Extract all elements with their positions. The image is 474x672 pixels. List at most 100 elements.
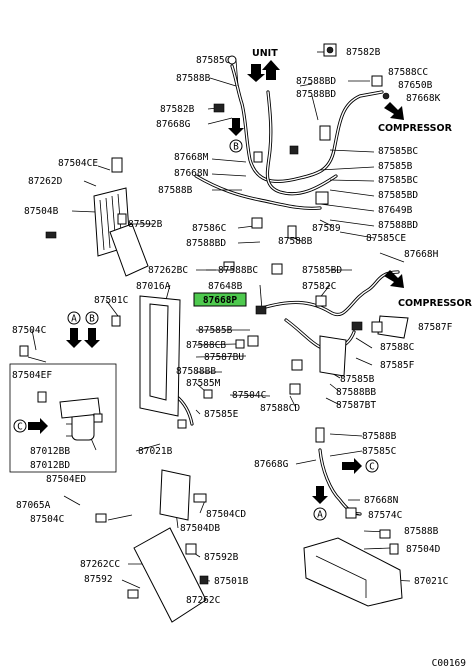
part-label-87587bt[interactable]: 87587BT	[336, 400, 376, 411]
part-label-87501c[interactable]: 87501C	[94, 295, 128, 306]
part-labels: 87585C 87588B 87582B 87668G 87582B 87588…	[12, 47, 453, 606]
part-label-87504cd[interactable]: 87504CD	[206, 509, 246, 520]
part-label-87504ce[interactable]: 87504CE	[58, 158, 98, 169]
arrow-down-b2-icon	[84, 328, 100, 348]
part-label-87588bb-a[interactable]: 87588BB	[176, 366, 216, 377]
arrow-compressor-mid-icon	[384, 270, 404, 288]
part-label-87585ce[interactable]: 87585CE	[366, 233, 406, 244]
part-label-87668n-low[interactable]: 87668N	[364, 495, 399, 506]
part-label-87588bd-d[interactable]: 87588BD	[186, 238, 226, 249]
part-label-87588c[interactable]: 87588C	[380, 342, 414, 353]
part-label-87650b[interactable]: 87650B	[398, 80, 433, 91]
part-label-87592[interactable]: 87592	[84, 574, 113, 585]
part-label-87585b-c[interactable]: 87585B	[340, 374, 375, 385]
part-label-87668h[interactable]: 87668H	[404, 249, 439, 260]
part-label-87262d[interactable]: 87262D	[28, 176, 63, 187]
parts	[9, 187, 409, 623]
part-label-87585f[interactable]: 87585F	[380, 360, 415, 371]
ref-b-top-marker: B	[233, 142, 239, 153]
arrow-up-unit-icon	[262, 60, 280, 80]
part-label-87668m[interactable]: 87668M	[174, 152, 209, 163]
part-label-87585c-low[interactable]: 87585C	[362, 446, 396, 457]
part-label-87504d[interactable]: 87504D	[406, 544, 441, 555]
arrow-right-c-icon	[28, 418, 48, 434]
part-label-87262bc[interactable]: 87262BC	[148, 265, 188, 276]
part-label-87668p[interactable]: 87668P	[203, 295, 238, 306]
part-label-87587f[interactable]: 87587F	[418, 322, 453, 333]
part-label-87585bd-b[interactable]: 87585BD	[302, 265, 342, 276]
part-label-87504ef[interactable]: 87504EF	[12, 370, 52, 381]
part-label-87588b-low[interactable]: 87588B	[362, 431, 397, 442]
part-label-87585e[interactable]: 87585E	[204, 409, 239, 420]
part-label-87504db[interactable]: 87504DB	[180, 523, 220, 534]
part-label-87592b-top[interactable]: 87592B	[128, 219, 163, 230]
part-label-87504ed[interactable]: 87504ED	[46, 474, 86, 485]
part-label-87021b[interactable]: 87021B	[138, 446, 173, 457]
ref-c-marker: C	[17, 422, 23, 433]
part-label-87262c[interactable]: 87262C	[186, 595, 220, 606]
ref-c2-marker: C	[369, 462, 375, 473]
part-label-87504c-bl[interactable]: 87504C	[30, 514, 64, 525]
part-label-87592b-bot[interactable]: 87592B	[204, 552, 239, 563]
part-label-87588bd-c[interactable]: 87588BD	[378, 220, 418, 231]
bracket-87021b	[159, 469, 191, 521]
part-label-87588b-top[interactable]: 87588B	[176, 73, 211, 84]
part-label-87588bd-a[interactable]: 87588BD	[296, 76, 336, 87]
refrigerant-pipes	[174, 64, 400, 516]
part-label-87585bd[interactable]: 87585BD	[378, 190, 418, 201]
part-label-87504c-left[interactable]: 87504C	[12, 325, 46, 336]
part-label-87668g-low[interactable]: 87668G	[254, 459, 289, 470]
part-label-87585m[interactable]: 87585M	[186, 378, 221, 389]
compressor-top-label: COMPRESSOR	[378, 123, 453, 134]
reference-markers: B A B C C A	[13, 139, 379, 521]
part-label-87668n[interactable]: 87668N	[174, 168, 209, 179]
part-label-87582b-left[interactable]: 87582B	[160, 104, 195, 115]
part-label-87585b-b[interactable]: 87585B	[198, 325, 233, 336]
part-label-87501b[interactable]: 87501B	[214, 576, 249, 587]
highlight-87668p[interactable]	[193, 292, 247, 307]
part-label-87649b[interactable]: 87649B	[378, 205, 413, 216]
part-label-87588cc[interactable]: 87588CC	[388, 67, 428, 78]
part-label-87262cc[interactable]: 87262CC	[80, 559, 120, 570]
part-label-87648b[interactable]: 87648B	[208, 281, 243, 292]
clamp-87587bt	[319, 335, 347, 377]
part-label-87504c-mid[interactable]: 87504C	[232, 390, 266, 401]
part-label-87668g-top[interactable]: 87668G	[156, 119, 191, 130]
part-label-87588bc[interactable]: 87588BC	[218, 265, 258, 276]
part-label-87586c[interactable]: 87586C	[192, 223, 226, 234]
part-label-87065a[interactable]: 87065A	[16, 500, 51, 511]
part-label-87016a[interactable]: 87016A	[136, 281, 171, 292]
part-label-87588b-mid[interactable]: 87588B	[158, 185, 193, 196]
part-label-87582b-right[interactable]: 87582B	[346, 47, 381, 58]
cover-87262cc	[133, 527, 207, 623]
unit-label: UNIT	[252, 48, 278, 59]
arrow-down-b-icon	[228, 118, 244, 136]
part-label-87588bd-b[interactable]: 87588BD	[296, 89, 336, 100]
fasteners	[19, 43, 399, 599]
arrow-compressor-top-icon	[384, 102, 404, 120]
arrow-right-c2-icon	[342, 458, 362, 474]
part-label-87587bu[interactable]: 87587BU	[204, 352, 244, 363]
part-label-87582c[interactable]: 87582C	[302, 281, 336, 292]
part-label-87585bc-b[interactable]: 87585BC	[378, 175, 418, 186]
ref-a2-marker: A	[317, 510, 323, 521]
part-label-87668k[interactable]: 87668K	[406, 93, 441, 104]
part-label-87574c[interactable]: 87574C	[368, 510, 402, 521]
part-label-87504b[interactable]: 87504B	[24, 206, 59, 217]
diagram-code: C00169	[432, 658, 467, 669]
part-label-87588cb[interactable]: 87588CB	[186, 340, 226, 351]
part-label-87585c-top[interactable]: 87585C	[196, 55, 230, 66]
part-label-87589[interactable]: 87589	[312, 223, 341, 234]
part-label-87021c[interactable]: 87021C	[414, 576, 448, 587]
bracket-87016a	[139, 295, 181, 417]
arrow-down-unit-icon	[247, 64, 265, 82]
part-label-87585b-a[interactable]: 87585B	[378, 161, 413, 172]
part-label-87012bd[interactable]: 87012BD	[30, 460, 70, 471]
part-label-87585bc[interactable]: 87585BC	[378, 146, 418, 157]
part-label-87588b-bot[interactable]: 87588B	[404, 526, 439, 537]
part-label-87588b-mid2[interactable]: 87588B	[278, 236, 313, 247]
evaporator-block	[93, 187, 149, 277]
part-label-87588cd[interactable]: 87588CD	[260, 403, 300, 414]
part-label-87012bb[interactable]: 87012BB	[30, 446, 70, 457]
part-label-87588bb-b[interactable]: 87588BB	[336, 387, 376, 398]
